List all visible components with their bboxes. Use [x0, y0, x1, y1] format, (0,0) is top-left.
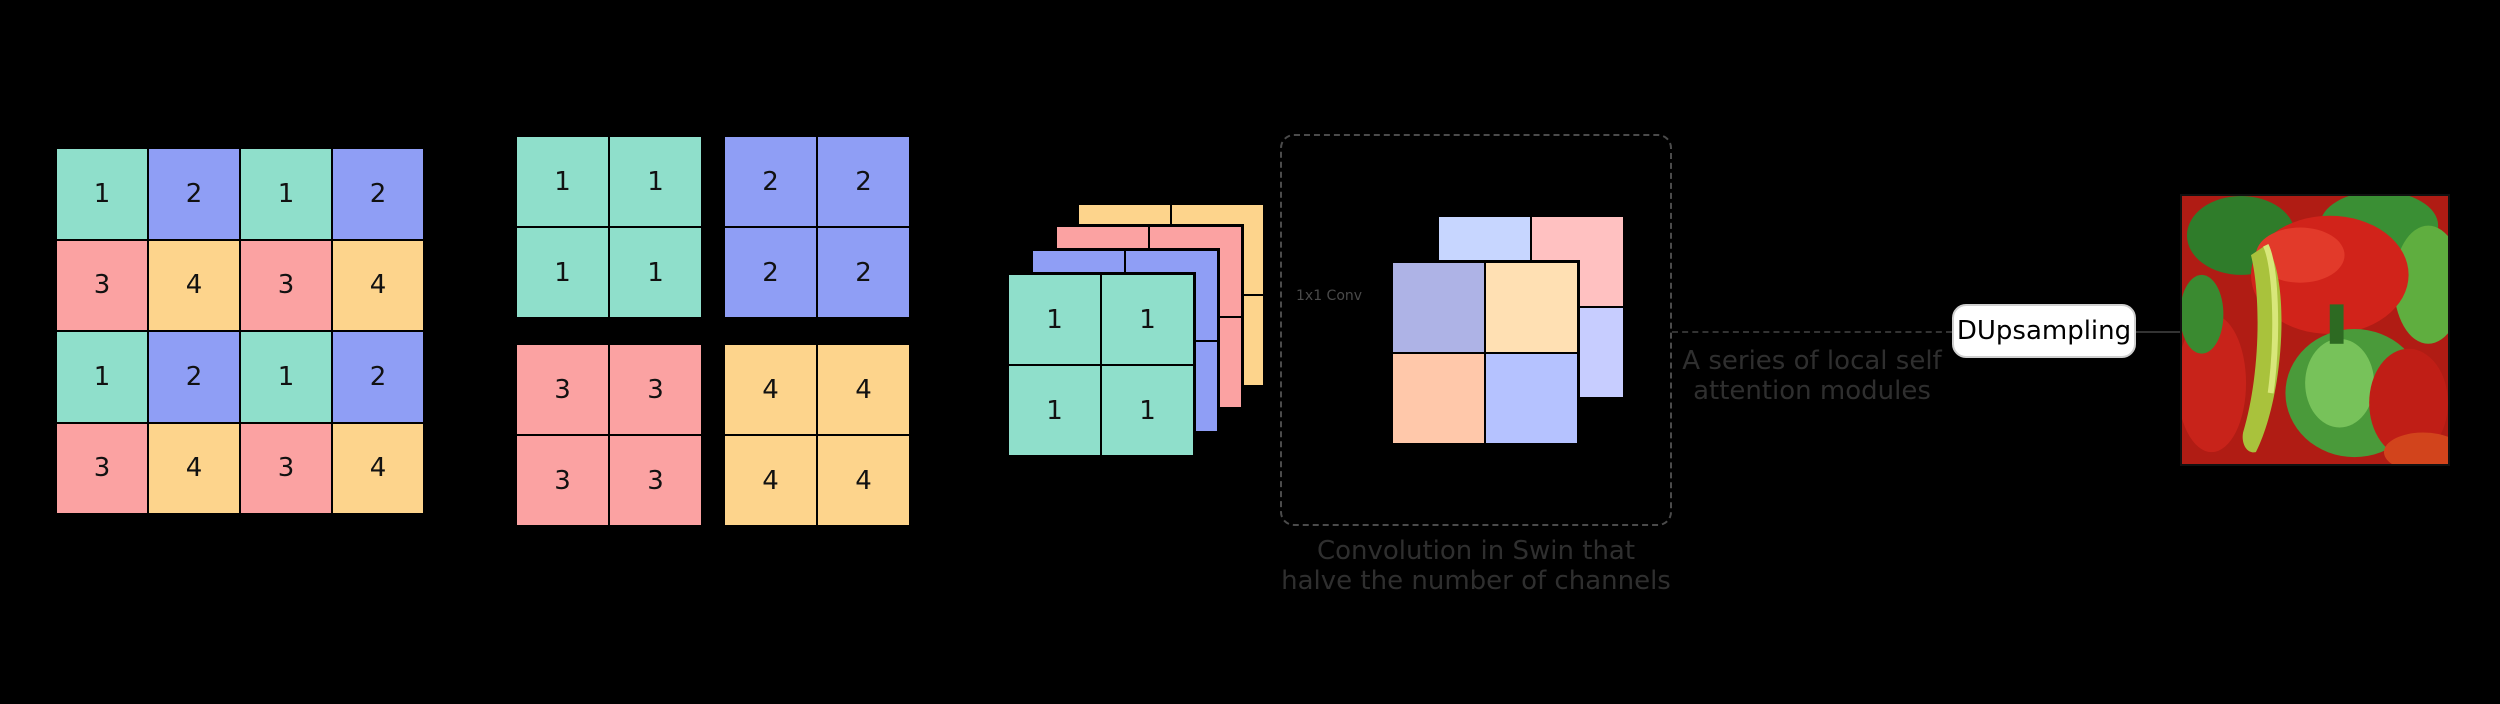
dupsampling-box: DUpsampling [1952, 304, 2136, 358]
input-cell: 4 [148, 422, 240, 514]
output-front-layer [1390, 260, 1580, 446]
output-cell [1485, 353, 1578, 444]
split-cell: 1 [609, 227, 702, 318]
input-cell: 3 [56, 239, 148, 331]
stacked-cell: 1 [1008, 274, 1101, 365]
split-cell: 2 [724, 136, 817, 227]
split-cell: 4 [724, 435, 817, 526]
split-cell: 2 [817, 136, 910, 227]
input-cell: 4 [148, 239, 240, 331]
split-cell: 4 [724, 344, 817, 435]
split-cell: 3 [516, 435, 609, 526]
input-cell: 2 [332, 148, 424, 240]
input-cell: 3 [56, 422, 148, 514]
split-cell: 3 [516, 344, 609, 435]
input-cell: 3 [240, 239, 332, 331]
connector-line-output [2136, 331, 2180, 333]
conv-label: 1x1 Conv [1296, 288, 1363, 304]
input-cell: 2 [148, 331, 240, 423]
input-cell: 2 [332, 331, 424, 423]
split-cell: 1 [516, 227, 609, 318]
stacked-cell: 1 [1008, 365, 1101, 456]
split-cell: 2 [817, 227, 910, 318]
input-cell: 1 [240, 331, 332, 423]
dupsampling-label: DUpsampling [1956, 316, 2132, 346]
stacked-cell: 1 [1101, 365, 1194, 456]
output-cell [1392, 262, 1485, 353]
input-cell: 2 [148, 148, 240, 240]
conv-dashed-box [1280, 134, 1672, 526]
input-cell: 4 [332, 422, 424, 514]
input-cell: 1 [56, 148, 148, 240]
stacked-cell: 1 [1101, 274, 1194, 365]
split-cell: 1 [609, 136, 702, 227]
input-cell: 3 [240, 422, 332, 514]
connector-line [1672, 331, 1952, 333]
input-cell: 1 [56, 331, 148, 423]
split-cell: 4 [817, 344, 910, 435]
output-cell [1485, 262, 1578, 353]
conv-caption: Convolution in Swin that halve the numbe… [1281, 536, 1671, 596]
attention-caption: A series of local self attention modules [1682, 346, 1942, 406]
split-cell: 1 [516, 136, 609, 227]
split-cell: 3 [609, 435, 702, 526]
split-cell: 2 [724, 227, 817, 318]
input-cell: 1 [240, 148, 332, 240]
split-cell: 4 [817, 435, 910, 526]
input-cell: 4 [332, 239, 424, 331]
output-cell [1392, 353, 1485, 444]
split-cell: 3 [609, 344, 702, 435]
peppers-image [2180, 194, 2450, 466]
